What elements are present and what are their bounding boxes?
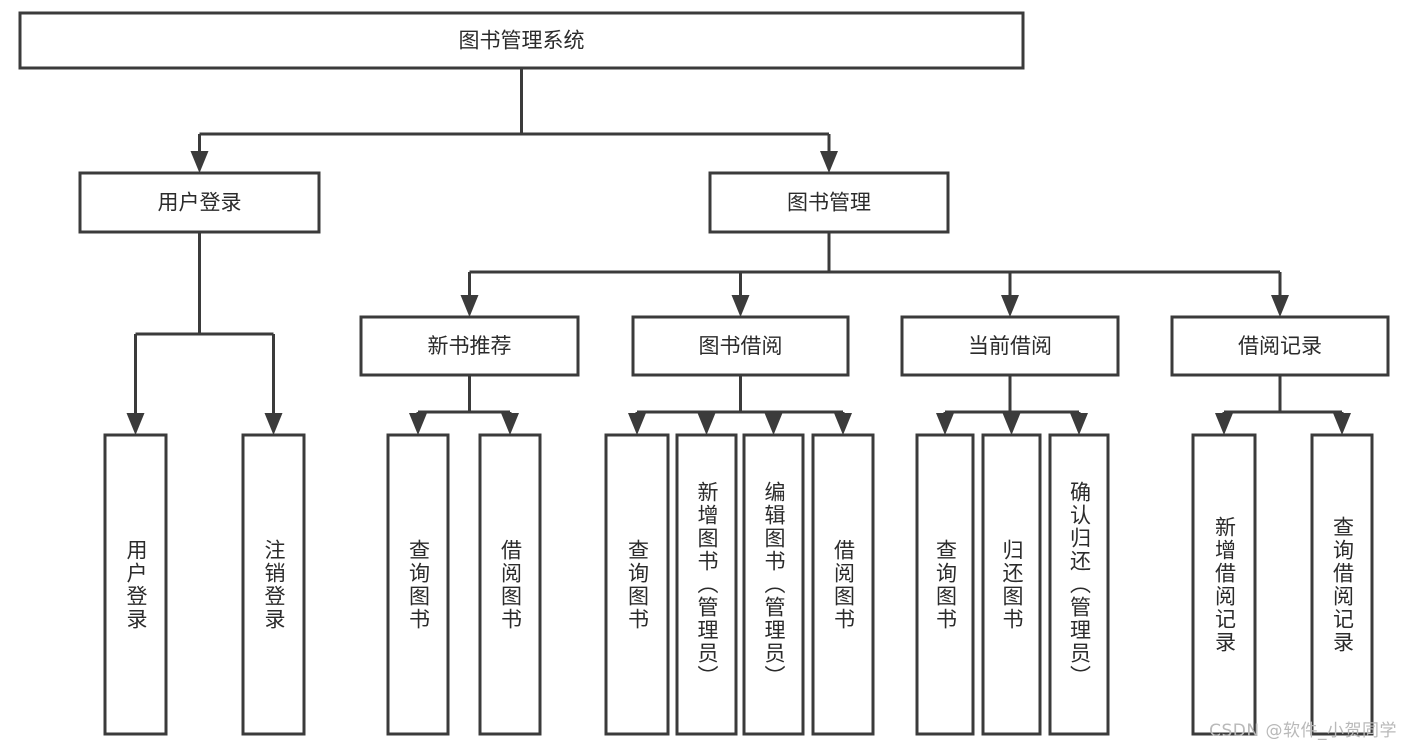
node-leaf-query-book-2[interactable] — [604, 433, 670, 736]
node-root[interactable] — [18, 11, 1025, 70]
node-current-borrow[interactable] — [900, 315, 1120, 377]
root-to-level1-arrow-1 — [820, 151, 838, 173]
bookmanage-to-level2-arrow-0 — [460, 295, 479, 317]
book-borrow-to-leaves-arrow-2 — [764, 413, 783, 435]
node-book-manage[interactable] — [708, 171, 950, 234]
node-label-user-login: 用户登录 — [158, 191, 242, 215]
user-login-to-leaves-arrow-0 — [126, 413, 145, 435]
node-leaf-return-book[interactable] — [981, 433, 1042, 736]
node-label-root: 图书管理系统 — [459, 29, 585, 53]
new-book-recommend-to-leaves-arrow-0 — [409, 413, 427, 435]
book-borrow-to-leaves-arrow-0 — [628, 413, 646, 435]
bookmanage-to-level2-arrow-2 — [1001, 295, 1019, 317]
node-label-borrow-record: 借阅记录 — [1238, 334, 1322, 358]
node-box-layer — [18, 11, 1390, 736]
node-book-borrow[interactable] — [631, 315, 850, 377]
user-login-to-leaves-arrow-1 — [264, 413, 283, 435]
current-borrow-to-leaves-arrow-0 — [936, 413, 954, 435]
book-borrow-to-leaves-arrow-3 — [834, 413, 852, 435]
node-label-current-borrow: 当前借阅 — [968, 334, 1052, 358]
node-new-book-recommend[interactable] — [359, 315, 580, 377]
node-leaf-borrow-book-2[interactable] — [811, 433, 875, 736]
node-leaf-edit-book-admin[interactable] — [742, 433, 805, 736]
node-label-book-borrow: 图书借阅 — [699, 334, 783, 358]
watermark-text: CSDN @软件_小贺同学 — [1209, 721, 1397, 741]
borrow-record-to-leaves-arrow-1 — [1333, 413, 1351, 435]
book-borrow-to-leaves-arrow-1 — [697, 413, 716, 435]
node-user-login[interactable] — [78, 171, 321, 234]
node-label-new-book-recommend: 新书推荐 — [428, 334, 512, 358]
node-leaf-add-book-admin[interactable] — [675, 433, 738, 736]
node-leaf-query-book-1[interactable] — [386, 433, 450, 736]
bookmanage-to-level2-arrow-3 — [1271, 295, 1289, 317]
current-borrow-to-leaves-arrow-1 — [1002, 413, 1021, 435]
node-leaf-user-login[interactable] — [103, 433, 168, 736]
connector-layer — [126, 68, 1351, 435]
node-leaf-query-book-3[interactable] — [915, 433, 975, 736]
new-book-recommend-to-leaves-arrow-1 — [501, 413, 519, 435]
node-leaf-query-borrow-record[interactable] — [1310, 433, 1374, 736]
root-to-level1-arrow-0 — [190, 151, 209, 173]
current-borrow-to-leaves-arrow-2 — [1070, 413, 1088, 435]
borrow-record-to-leaves-arrow-0 — [1215, 413, 1233, 435]
node-leaf-logout-login[interactable] — [241, 433, 306, 736]
node-label-book-manage: 图书管理 — [787, 191, 871, 215]
node-leaf-borrow-book-1[interactable] — [478, 433, 542, 736]
node-leaf-confirm-return-admin[interactable] — [1048, 433, 1110, 736]
bookmanage-to-level2-arrow-1 — [731, 295, 750, 317]
node-leaf-add-borrow-record[interactable] — [1191, 433, 1257, 736]
node-borrow-record[interactable] — [1170, 315, 1390, 377]
